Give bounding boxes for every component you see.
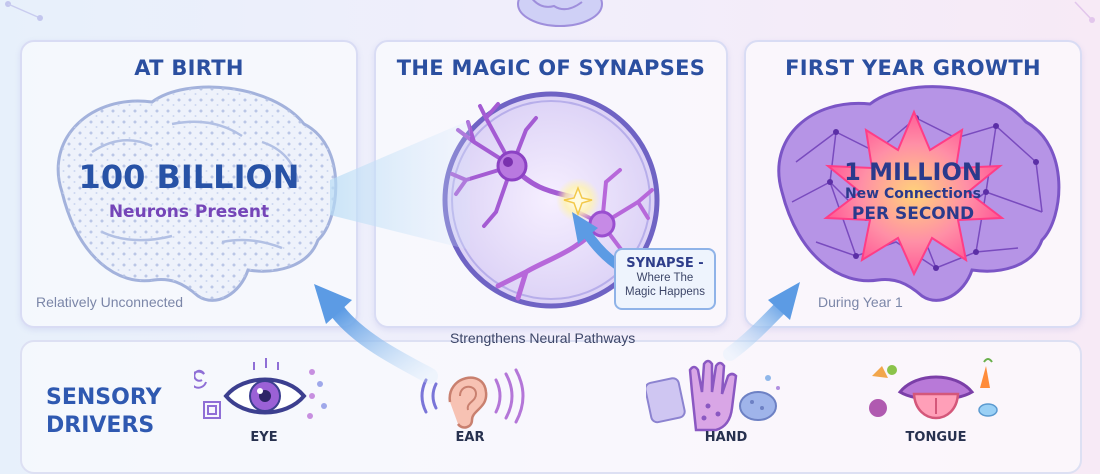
- starburst-shape: [823, 109, 1005, 277]
- hand-icon: [646, 359, 780, 432]
- eye-label: EYE: [250, 430, 278, 445]
- first-year-title: FIRST YEAR GROWTH: [785, 56, 1041, 80]
- synapse-label-line1: Where The: [636, 272, 694, 284]
- synapse-label-title: SYNAPSE -: [626, 256, 704, 271]
- connected-brain-illustration: [777, 85, 1061, 302]
- tongue-label: TONGUE: [905, 430, 967, 445]
- neuron-count: 100 BILLION: [78, 158, 300, 196]
- connections-line2: PER SECOND: [851, 204, 975, 224]
- unconnected-caption: Relatively Unconnected: [36, 294, 184, 310]
- unconnected-brain-illustration: [56, 85, 338, 302]
- neuron-count-label: Neurons Present: [108, 202, 270, 222]
- synapses-title: THE MAGIC OF SYNAPSES: [396, 56, 706, 80]
- at-birth-title: AT BIRTH: [134, 56, 244, 80]
- strengthens-pathways-text: Strengthens Neural Pathways: [450, 330, 636, 346]
- sensory-drivers-panel: SENSORY DRIVERS EYE EAR HAND: [20, 340, 1082, 474]
- top-brain-icon: [517, 0, 603, 27]
- ear-label: EAR: [455, 430, 485, 445]
- year-one-caption: During Year 1: [818, 294, 903, 310]
- synapse-label: SYNAPSE - Where The Magic Happens: [614, 248, 716, 310]
- at-birth-panel: AT BIRTH 100 BILLION Neurons Present Rel…: [20, 40, 358, 328]
- background-decoration: [5, 0, 1095, 27]
- hand-label: HAND: [704, 430, 748, 445]
- eye-icon: [194, 358, 327, 419]
- sensory-drivers-heading: SENSORY DRIVERS: [46, 384, 162, 440]
- first-year-panel: FIRST YEAR GROWTH 1 MILLION New Connecti…: [744, 40, 1082, 328]
- sensory-heading-line1: SENSORY: [46, 385, 162, 410]
- tongue-icon: [869, 358, 998, 420]
- connections-line1: New Connections: [844, 186, 982, 202]
- ear-icon: [420, 368, 525, 429]
- sensory-heading-line2: DRIVERS: [46, 413, 155, 438]
- connections-count: 1 MILLION: [844, 158, 982, 186]
- synapse-label-line2: Magic Happens: [625, 286, 705, 298]
